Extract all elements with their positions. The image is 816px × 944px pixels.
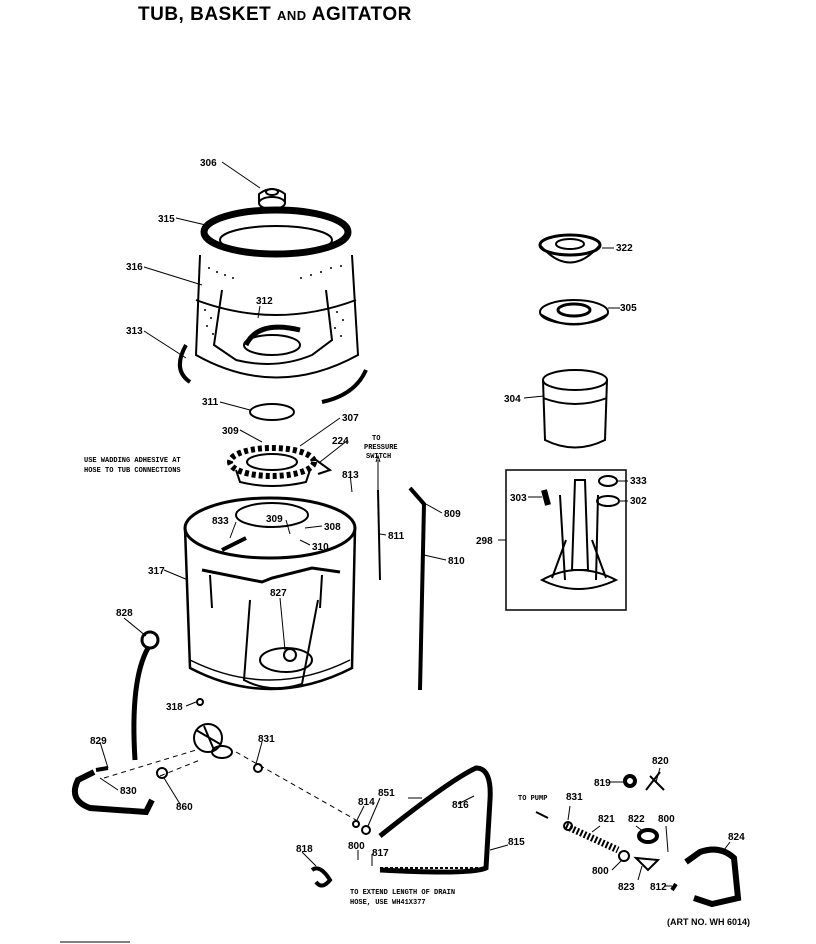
pressure-tube-part — [377, 489, 381, 581]
callout-812: 812 — [650, 882, 667, 893]
callout-860: 860 — [176, 802, 193, 813]
hose-clip-part — [310, 866, 333, 888]
to-pump-note: TO PUMP — [518, 795, 547, 803]
callout-813: 813 — [342, 470, 359, 481]
gasket-part — [249, 403, 295, 421]
callout-830: 830 — [120, 786, 137, 797]
drain-hose-part-left — [72, 630, 160, 816]
callout-305: 305 — [620, 303, 637, 314]
callout-224: 224 — [332, 436, 349, 447]
clamp-part-851 — [361, 825, 371, 835]
callout-810: 810 — [448, 556, 465, 567]
callout-308: 308 — [324, 522, 341, 533]
callout-829: 829 — [90, 736, 107, 747]
callout-819: 819 — [594, 778, 611, 789]
hose-part-821 — [564, 822, 620, 854]
callout-827: 827 — [270, 588, 287, 599]
callout-823: 823 — [618, 882, 635, 893]
callout-315: 315 — [158, 214, 175, 225]
pump-arrow — [535, 811, 549, 819]
callout-298: 298 — [476, 536, 493, 547]
callout-303: 303 — [510, 493, 527, 504]
callout-304: 304 — [504, 394, 521, 405]
agitator-part — [539, 479, 619, 590]
pressure-switch-note-1: TO — [372, 435, 380, 443]
spring-part-303 — [541, 489, 551, 506]
callout-306: 306 — [200, 158, 217, 169]
clamp-part — [156, 767, 168, 779]
agitator-top-part-304 — [542, 369, 608, 449]
callout-309b: 309 — [266, 514, 283, 525]
diagram-title: TUB, BASKET AND AGITATOR — [138, 4, 412, 25]
pump-part — [193, 698, 233, 759]
agitator-cap-part — [538, 233, 602, 264]
clamp-part-800 — [618, 850, 630, 862]
callout-814: 814 — [358, 797, 375, 808]
callout-851: 851 — [378, 788, 395, 799]
art-number: (ART NO. WH 6014) — [667, 917, 751, 927]
clamp-part-831 — [253, 763, 263, 773]
callout-316: 316 — [126, 262, 143, 273]
callout-800a: 800 — [348, 841, 365, 852]
basket-part — [194, 206, 360, 379]
callout-318: 318 — [166, 702, 183, 713]
callout-816: 816 — [452, 800, 469, 811]
hose-part-833 — [221, 536, 247, 552]
drain-hose-note-1: TO EXTEND LENGTH OF DRAIN — [350, 889, 455, 897]
callout-818: 818 — [296, 844, 313, 855]
part-820 — [645, 771, 665, 791]
part-822 — [637, 828, 659, 844]
part-812 — [670, 882, 678, 892]
callout-302: 302 — [630, 496, 647, 507]
callout-820: 820 — [652, 756, 669, 767]
part-819 — [623, 774, 637, 788]
callout-833: 833 — [212, 516, 229, 527]
callout-824: 824 — [728, 832, 745, 843]
pressure-switch-arrow — [375, 454, 381, 463]
callout-831b: 831 — [566, 792, 583, 803]
ring-part-302 — [596, 495, 620, 507]
outer-tub-part — [183, 496, 357, 691]
callout-828: 828 — [116, 608, 133, 619]
pressure-switch-note-2: PRESSURE — [364, 444, 398, 452]
callout-800c: 800 — [592, 866, 609, 877]
callout-815: 815 — [508, 837, 525, 848]
callout-312: 312 — [256, 296, 273, 307]
seal-part-333 — [598, 475, 618, 487]
basket-perforations — [204, 265, 344, 337]
callout-821: 821 — [598, 814, 615, 825]
adhesive-note-line2: HOSE TO TUB CONNECTIONS — [84, 467, 181, 475]
part-823 — [633, 856, 661, 872]
retaining-wire-part — [178, 344, 368, 404]
callout-822: 822 — [628, 814, 645, 825]
callout-309a: 309 — [222, 426, 239, 437]
spin-nut-part — [227, 445, 333, 487]
callout-800b: 800 — [658, 814, 675, 825]
balance-ring-cap-part — [258, 188, 286, 210]
callout-817: 817 — [372, 848, 389, 859]
callout-811: 811 — [388, 531, 405, 542]
leader-lines — [60, 161, 731, 943]
callout-317: 317 — [148, 566, 165, 577]
adhesive-note-line1: USE WADDING ADHESIVE AT — [84, 457, 181, 465]
callout-307: 307 — [342, 413, 359, 424]
callout-831a: 831 — [258, 734, 275, 745]
clamp-part-831b — [563, 821, 573, 831]
callout-322: 322 — [616, 243, 633, 254]
callout-313: 313 — [126, 326, 143, 337]
hose-part-824 — [684, 846, 742, 908]
callout-809: 809 — [444, 509, 461, 520]
callout-310: 310 — [312, 542, 329, 553]
callout-333: 333 — [630, 476, 647, 487]
drain-hose-note-2: HOSE, USE WH41X377 — [350, 899, 426, 907]
agitator-cap-part-305 — [539, 299, 609, 326]
callout-311: 311 — [202, 397, 219, 408]
drain-hose-part — [378, 765, 493, 875]
fill-hose-part — [408, 486, 427, 691]
